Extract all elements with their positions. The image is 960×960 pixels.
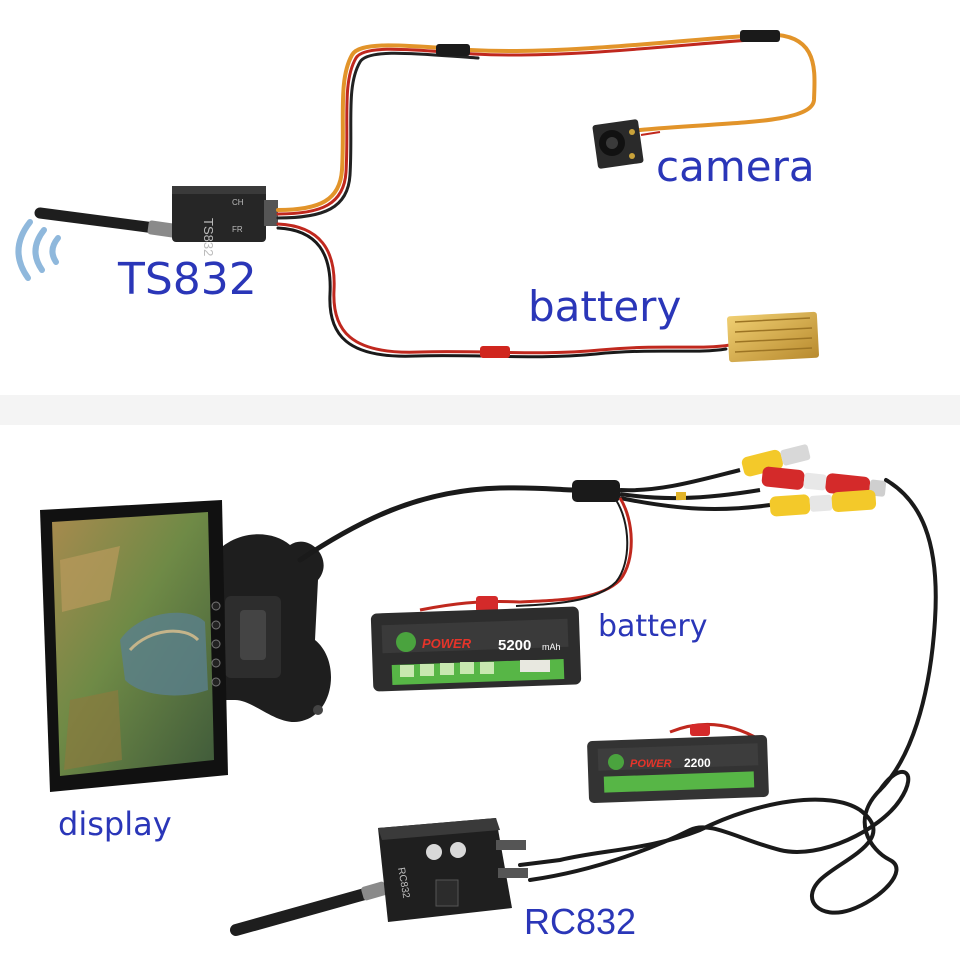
- label-battery-bottom: battery: [598, 609, 708, 644]
- receiver-av-cable: [518, 478, 938, 915]
- lipo-battery-5200: POWER 5200 mAh: [370, 596, 582, 692]
- lipo-battery-2200: POWER 2200: [587, 722, 769, 803]
- label-rc832: RC832: [524, 901, 637, 942]
- label-ts832: TS832: [118, 254, 257, 305]
- rc832-body-text: RC832: [395, 867, 411, 900]
- label-battery-top: battery: [528, 282, 682, 331]
- display-monitor: [40, 500, 332, 792]
- battery-5200-brand: POWER: [422, 636, 472, 651]
- section-divider: [0, 395, 960, 425]
- rc832-receiver: RC832: [378, 818, 528, 922]
- camera-cable: [276, 30, 817, 220]
- battery-pack-top: [727, 311, 819, 363]
- ts832-fr-text: FR: [232, 225, 243, 234]
- battery-5200-unit: mAh: [542, 642, 561, 652]
- av-splitter: [515, 468, 771, 607]
- rca-connectors: [741, 444, 887, 517]
- ts832-antenna: [34, 207, 177, 238]
- battery-2200-brand: POWER: [630, 758, 672, 770]
- ts832-body-text: TS832: [201, 218, 216, 256]
- label-camera: camera: [656, 142, 815, 191]
- wifi-signal-icon: [15, 219, 61, 281]
- display-av-cable: [297, 485, 579, 563]
- ts832-transmitter: TS832 CH FR: [172, 186, 278, 256]
- battery-cable-top: [276, 222, 732, 359]
- label-display: display: [58, 805, 172, 843]
- fpv-camera: [592, 119, 661, 169]
- rc832-antenna: [230, 881, 387, 936]
- battery-5200-capacity: 5200: [498, 637, 531, 654]
- battery-2200-capacity: 2200: [684, 756, 711, 770]
- ts832-ch-text: CH: [232, 198, 244, 207]
